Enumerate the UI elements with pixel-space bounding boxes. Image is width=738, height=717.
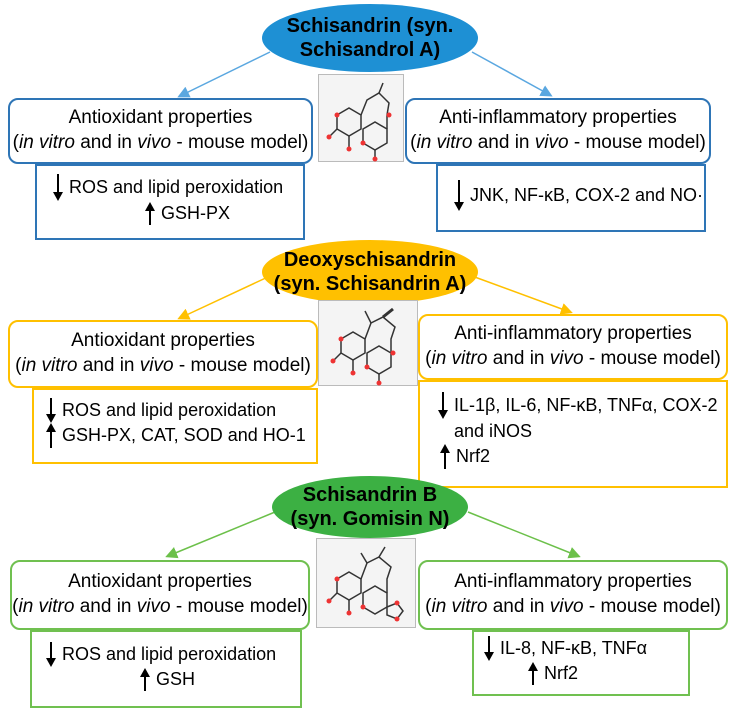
molecule-structure-image: [318, 300, 418, 386]
effect-decrease: JNK, NF-κB, COX-2 and NO·: [452, 180, 704, 211]
effect-text: GSH-PX, CAT, SOD and HO-1: [62, 425, 306, 446]
effect-text: ROS and lipid peroxidation: [62, 400, 277, 420]
antioxidant-effects-box-2: ROS and lipid peroxidation GSH-PX, CAT, …: [32, 388, 318, 464]
compound-name-line2: (syn. Schisandrin A): [273, 273, 467, 295]
effect-text: Nrf2: [456, 446, 491, 467]
model-subtitle: (in vitro and in vivo - mouse model): [425, 596, 721, 617]
down-arrow-icon: [436, 392, 450, 419]
effect-increase: GSH-PX, CAT, SOD and HO-1: [44, 423, 316, 449]
compound-name-line1: Deoxyschisandrin: [283, 249, 457, 271]
effect-decrease: ROS and lipid peroxidation: [44, 642, 300, 668]
effect-text: ROS and lipid peroxidation: [69, 176, 284, 197]
molecule-structure-image: [316, 538, 416, 628]
arrow-to-antiinflam-2: [471, 275, 573, 315]
molecule-structure-image: [318, 74, 404, 162]
antiinflammatory-box-1: Anti-inflammatory properties (in vitro a…: [405, 98, 711, 164]
antiinflammatory-box-3: Anti-inflammatory properties (in vitro a…: [418, 560, 728, 630]
antioxidant-title: Antioxidant properties: [71, 330, 255, 352]
up-arrow-icon: [138, 668, 152, 692]
effect-text: JNK, NF-κB, COX-2 and NO·: [470, 184, 704, 205]
antiinflammatory-title: Anti-inflammatory properties: [454, 323, 692, 345]
effect-decrease: IL-1β, IL-6, NF-κB, TNFα, COX-2: [436, 392, 726, 419]
antioxidant-effects-box-1: ROS and lipid peroxidation GSH-PX: [35, 164, 305, 240]
arrow-to-antiinflam-3: [467, 511, 581, 559]
compound-ellipse-schisandrin-b: Schisandrin B (syn. Gomisin N): [272, 476, 468, 538]
arrow-to-antiinflam-1: [471, 51, 553, 97]
effect-increase: Nrf2: [436, 444, 726, 470]
compound-ellipse-schisandrin: Schisandrin (syn. Schisandrol A): [262, 4, 478, 72]
effect-increase: GSH: [44, 667, 300, 692]
effect-text: Nrf2: [544, 663, 579, 684]
antiinflammatory-title: Anti-inflammatory properties: [454, 571, 692, 593]
up-arrow-icon: [438, 444, 452, 470]
antioxidant-title: Antioxidant properties: [68, 107, 253, 129]
down-arrow-icon: [51, 174, 65, 201]
effect-text: ROS and lipid peroxidation: [62, 644, 277, 664]
effect-decrease: IL-8, NF-κB, TNFα: [482, 636, 688, 662]
effect-decrease: ROS and lipid peroxidation: [44, 398, 316, 424]
effect-text: IL-1β, IL-6, NF-κB, TNFα, COX-2: [454, 394, 718, 415]
model-subtitle: (in vitro and in vivo - mouse model): [12, 132, 309, 153]
effect-text: IL-8, NF-κB, TNFα: [500, 638, 648, 658]
down-arrow-icon: [482, 636, 496, 662]
antiinflammatory-box-2: Anti-inflammatory properties (in vitro a…: [418, 314, 728, 380]
down-arrow-icon: [452, 180, 466, 211]
up-arrow-icon: [44, 423, 58, 449]
model-subtitle: (in vitro and in vivo - mouse model): [410, 132, 706, 153]
effect-text: and iNOS: [454, 421, 533, 441]
antiinflammatory-effects-box-1: JNK, NF-κB, COX-2 and NO·: [436, 164, 706, 232]
arrow-to-antioxidant-3: [165, 511, 276, 559]
effect-text: GSH: [156, 669, 196, 690]
compound-name-line2: Schisandrol A): [299, 39, 441, 61]
arrow-to-antioxidant-2: [177, 275, 271, 320]
model-subtitle: (in vitro and in vivo - mouse model): [425, 348, 721, 369]
up-arrow-icon: [143, 202, 157, 226]
down-arrow-icon: [44, 398, 58, 424]
effect-increase: GSH-PX: [51, 201, 303, 226]
antioxidant-box-1: Antioxidant properties (in vitro and in …: [8, 98, 313, 164]
antiinflammatory-effects-box-2: IL-1β, IL-6, NF-κB, TNFα, COX-2 and iNOS…: [418, 380, 728, 488]
effect-increase: Nrf2: [482, 661, 688, 686]
compound-name-line1: Schisandrin B: [302, 484, 438, 506]
antioxidant-title: Antioxidant properties: [68, 571, 252, 593]
arrow-to-antioxidant-1: [177, 51, 271, 98]
down-arrow-icon: [44, 642, 58, 668]
effect-decrease: ROS and lipid peroxidation: [51, 174, 303, 201]
up-arrow-icon: [526, 662, 540, 686]
antiinflammatory-effects-box-3: IL-8, NF-κB, TNFα Nrf2: [472, 630, 690, 696]
compound-name-line1: Schisandrin (syn.: [286, 15, 454, 37]
model-subtitle: (in vitro and in vivo - mouse model): [15, 355, 311, 376]
compound-ellipse-deoxyschisandrin: Deoxyschisandrin (syn. Schisandrin A): [262, 240, 478, 304]
antiinflammatory-title: Anti-inflammatory properties: [439, 107, 677, 129]
effect-text: GSH-PX: [161, 203, 231, 223]
effect-decrease-continued: and iNOS: [436, 419, 726, 444]
antioxidant-box-2: Antioxidant properties (in vitro and in …: [8, 320, 318, 388]
antioxidant-effects-box-3: ROS and lipid peroxidation GSH: [30, 630, 302, 708]
model-subtitle: (in vitro and in vivo - mouse model): [12, 596, 308, 617]
antioxidant-box-3: Antioxidant properties (in vitro and in …: [10, 560, 310, 630]
compound-name-line2: (syn. Gomisin N): [290, 508, 450, 530]
